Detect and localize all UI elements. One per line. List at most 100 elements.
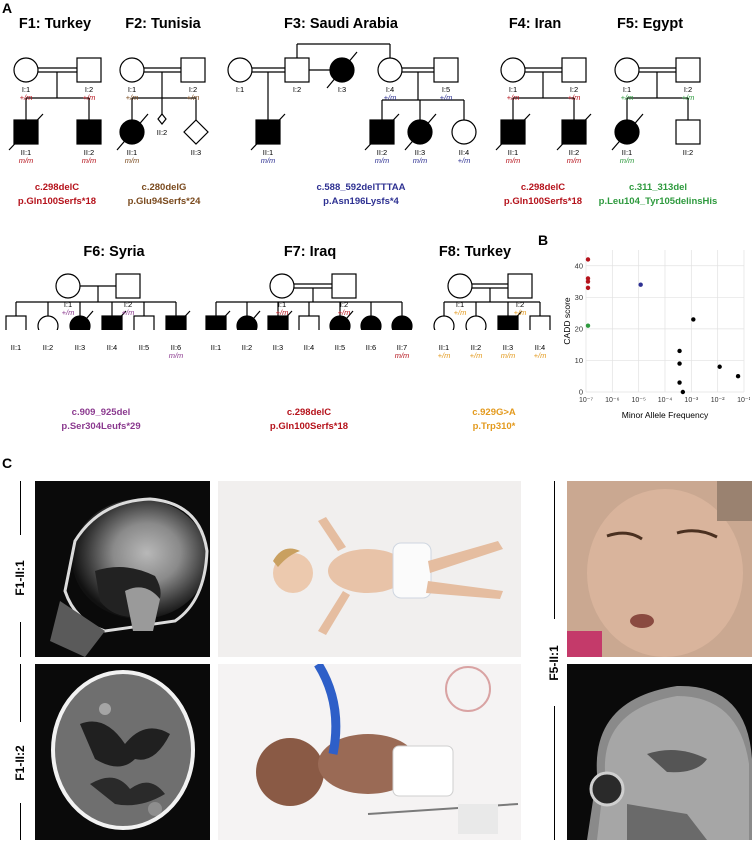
f4-ii2-id: II:2 <box>569 148 579 157</box>
variant-p-f7: p.Gln100Serfs*18 <box>269 421 349 432</box>
side-rule-bottom-1 <box>20 664 21 722</box>
f3-ii1-genotype: m/m <box>261 156 276 165</box>
f3-i2-id: I:2 <box>293 85 301 94</box>
f8-ii3-id: II:3 <box>503 343 513 352</box>
f6-i2-genotype: +/m <box>122 308 135 317</box>
pedigree-f1 <box>8 57 102 151</box>
f1-ii2-id: II:2 <box>84 148 94 157</box>
variant-c-f5: c.311_313del <box>628 182 688 193</box>
pedigree-f3 <box>227 43 477 151</box>
f3-ii4-id: II:4 <box>459 148 469 157</box>
f7-ii7-genotype: m/m <box>395 351 410 360</box>
scatter-point <box>735 374 741 379</box>
f7-i1-genotype: +/m <box>276 308 289 317</box>
side-rule-bottom-2 <box>20 803 21 840</box>
y-axis-label: CADD score <box>562 297 572 345</box>
f5-i2-id: I:2 <box>684 85 692 94</box>
side-rule-right-1 <box>554 481 555 619</box>
pedigree-f2 <box>116 57 209 151</box>
f1-i2-id: I:2 <box>85 85 93 94</box>
f8-ii1-genotype: +/m <box>438 351 451 360</box>
photo-patient-f1-ii2 <box>218 664 521 840</box>
f1-i1-genotype: +/m <box>20 93 33 102</box>
variant-p-f6: p.Ser304Leufs*29 <box>61 421 141 432</box>
f2-i1-genotype: +/m <box>126 93 139 102</box>
y-tick-label: 40 <box>575 261 583 270</box>
f4-i1-genotype: +/m <box>507 93 520 102</box>
family-title-f5: F5: Egypt <box>616 16 684 32</box>
f5-ii2-id: II:2 <box>683 148 693 157</box>
f3-ii3-id: II:3 <box>415 148 425 157</box>
f2-i2-genotype: +/m <box>187 93 200 102</box>
f6-i2-id: I:2 <box>124 300 132 309</box>
f8-ii4-genotype: +/m <box>534 351 547 360</box>
f6-ii6-id: II:6 <box>171 343 181 352</box>
mri-sagittal-f1-ii1 <box>35 481 210 657</box>
f6-i1-id: I:1 <box>64 300 72 309</box>
family-title-f3: F3: Saudi Arabia <box>284 16 398 32</box>
f2-ii1-genotype: m/m <box>125 156 140 165</box>
scatter-point <box>585 257 591 262</box>
scatter-point <box>638 282 643 287</box>
f8-ii1-id: II:1 <box>439 343 449 352</box>
f2-ii1-id: II:1 <box>127 148 137 157</box>
y-tick-label: 20 <box>575 324 583 333</box>
y-tick-label: 0 <box>579 388 583 397</box>
scatter-point <box>717 364 722 369</box>
f8-ii2-genotype: +/m <box>470 351 483 360</box>
pedigree-labels-row2: I:1 +/m I:2 +/m II:1 II:2 II:3 II:4 II:5… <box>11 300 547 360</box>
f6-ii5-id: II:5 <box>139 343 149 352</box>
variant-c-f3: c.588_592delTTTAA <box>316 182 406 193</box>
x-tick-label: 10⁻² <box>711 397 725 404</box>
f2-ii3-id: II:3 <box>191 148 201 157</box>
f7-ii1-id: II:1 <box>211 343 221 352</box>
f5-ii1-id: II:1 <box>622 148 632 157</box>
f7-i2-genotype: +/m <box>338 308 351 317</box>
f3-i4-genotype: +/m <box>384 93 397 102</box>
f2-i1-id: I:1 <box>128 85 136 94</box>
f7-ii3-id: II:3 <box>273 343 283 352</box>
scatter-point <box>680 389 686 395</box>
variant-p-f2: p.Glu94Serfs*24 <box>127 196 201 207</box>
variant-c-f7: c.298delC <box>286 407 332 418</box>
f4-ii2-genotype: m/m <box>567 156 582 165</box>
variant-c-f2: c.280delG <box>141 182 187 193</box>
x-tick-label: 10⁻¹ <box>737 397 750 404</box>
pedigree-f4 <box>495 57 592 151</box>
family-title-f6: F6: Syria <box>83 244 145 260</box>
variant-p-f8: p.Trp310* <box>472 421 516 432</box>
f8-ii4-id: II:4 <box>535 343 545 352</box>
f7-i1-id: I:1 <box>278 300 286 309</box>
pedigree-f5 <box>611 57 701 151</box>
f3-ii2-genotype: m/m <box>375 156 390 165</box>
variant-c-f1: c.298delC <box>34 182 80 193</box>
f3-i5-id: I:5 <box>442 85 450 94</box>
y-tick-label: 30 <box>575 293 583 302</box>
side-rule-top-2 <box>20 622 21 657</box>
x-axis-label: Minor Allele Frequency <box>622 410 709 420</box>
scatter-point <box>677 380 682 385</box>
f6-i1-genotype: +/m <box>62 308 75 317</box>
f3-ii4-genotype: +/m <box>458 156 471 165</box>
variant-p-f5: p.Leu104_Tyr105delinsHis <box>598 196 718 207</box>
variant-c-f4: c.298delC <box>520 182 566 193</box>
ct-axial-f1-ii2 <box>35 664 210 840</box>
f1-i2-genotype: +/m <box>83 93 96 102</box>
scatter-point <box>691 317 696 322</box>
photo-patient-f5-ii1 <box>567 481 752 657</box>
side-rule-top-1 <box>20 481 21 535</box>
pedigree-diagrams: I:1 +/m I:2 +/m II:1 m/m II:2 m/m I:1 +/… <box>5 43 701 330</box>
side-rule-right-2 <box>554 706 555 840</box>
f7-ii4-id: II:4 <box>304 343 314 352</box>
x-tick-label: 10⁻⁵ <box>631 397 645 404</box>
photo-patient-f1-ii1 <box>218 481 521 657</box>
variant-p-f1: p.Gln100Serfs*18 <box>17 196 97 207</box>
f8-i2-id: I:2 <box>516 300 524 309</box>
y-tick-label: 10 <box>575 356 583 365</box>
x-tick-label: 10⁻³ <box>684 397 698 404</box>
family-title-f8: F8: Turkey <box>438 244 512 260</box>
x-tick-label: 10⁻⁴ <box>658 397 673 404</box>
x-tick-label: 10⁻⁶ <box>605 397 619 404</box>
f5-ii1-genotype: m/m <box>620 156 635 165</box>
